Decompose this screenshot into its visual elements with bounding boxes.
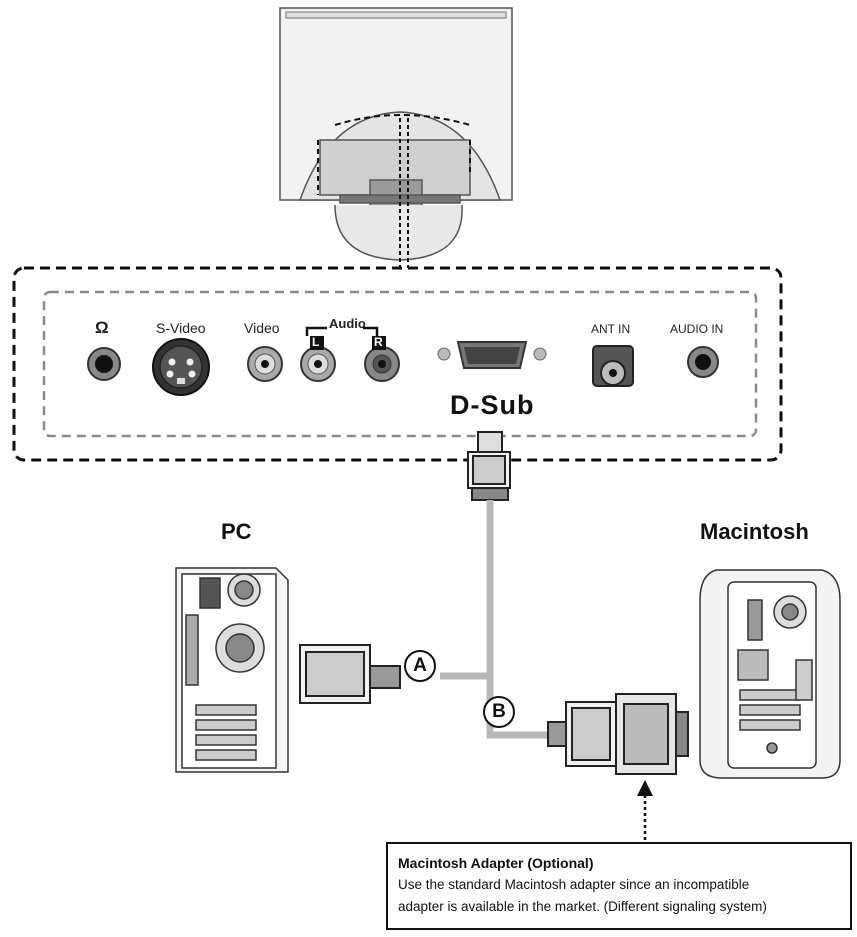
mac-cable <box>486 676 548 739</box>
audio-bracket <box>305 326 379 336</box>
audio-in-port <box>687 346 719 378</box>
pc-label: PC <box>221 519 252 544</box>
note-arrow-head <box>637 780 653 796</box>
audio-r-port <box>364 346 400 382</box>
monitor-illustration <box>279 7 513 270</box>
headphone-port <box>87 347 121 381</box>
mac-label: Macintosh <box>700 519 809 544</box>
dsub-cable-plug <box>467 431 511 501</box>
audio-r-label: R <box>374 335 383 349</box>
adapter-note-line1: Use the standard Macintosh adapter since… <box>398 877 750 892</box>
cable-b-label: B <box>483 696 515 728</box>
headphone-icon: Ω <box>95 318 109 337</box>
dsub-port <box>437 341 547 369</box>
mac-illustration <box>699 569 841 779</box>
ant-in-label: ANT IN <box>591 322 631 336</box>
video-port <box>247 346 283 382</box>
dsub-label: D-Sub <box>450 390 535 420</box>
audio-label: Audio <box>329 316 366 331</box>
ant-in-port <box>592 345 634 387</box>
audio-l-label: L <box>312 335 320 349</box>
audio-r-badge <box>372 336 386 350</box>
audio-l-badge <box>310 336 324 350</box>
svideo-label: S-Video <box>156 320 206 336</box>
adapter-note-title: Macintosh Adapter (Optional) <box>398 855 594 871</box>
svideo-port <box>152 338 210 396</box>
adapter-note: Macintosh Adapter (Optional) Use the sta… <box>386 842 852 930</box>
mac-plug-adapter <box>547 693 689 775</box>
audio-in-label: AUDIO IN <box>670 322 724 336</box>
video-label: Video <box>244 320 280 336</box>
cable-a-label: A <box>404 650 436 682</box>
pc-illustration <box>175 567 289 773</box>
main-cable <box>440 500 494 680</box>
audio-l-port <box>300 346 336 382</box>
pc-plug <box>299 644 401 704</box>
adapter-note-line2: adapter is available in the market. (Dif… <box>398 899 767 914</box>
